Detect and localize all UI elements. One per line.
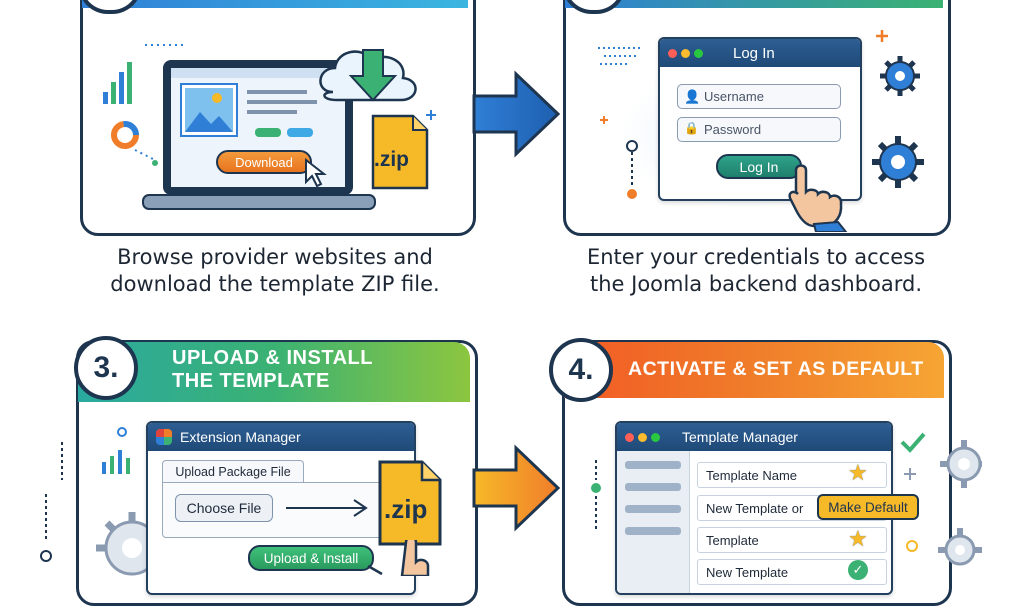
sidebar-item[interactable]	[625, 505, 681, 513]
step1-illustration	[103, 44, 436, 210]
step4-decorations	[591, 432, 982, 566]
gear-icon	[940, 440, 982, 488]
zip-file-icon	[378, 460, 442, 546]
step3-number-badge: 3.	[74, 336, 138, 400]
close-dot-icon[interactable]	[668, 48, 677, 58]
step2-caption-line2: the Joomla backend dashboard.	[589, 272, 923, 296]
maximize-dot-icon[interactable]	[694, 48, 703, 58]
template-row-label: Template Name	[706, 467, 798, 483]
step3-zip-label: .zip	[384, 494, 428, 524]
login-window-title: Log In	[733, 44, 775, 62]
template-manager-titlebar: Template Manager	[617, 423, 891, 451]
template-row-label: Template	[706, 532, 759, 548]
template-row-label: New Template or	[706, 500, 804, 516]
gear-icon	[880, 56, 920, 96]
template-manager-window: Template Manager Template Name New Templ…	[615, 421, 893, 595]
step1-caption: Browse provider websites and download th…	[90, 244, 460, 298]
step3-decorations	[40, 427, 150, 576]
upload-package-tab[interactable]: Upload Package File	[162, 460, 304, 483]
minimize-dot-icon[interactable]	[681, 48, 690, 58]
template-sidebar	[617, 451, 690, 593]
step1-header-strip	[82, 0, 468, 8]
step4-number-badge: 4.	[549, 338, 613, 402]
gear-icon	[938, 528, 982, 566]
template-row[interactable]: Template	[697, 527, 887, 553]
step1-zip-label: .zip	[374, 148, 409, 171]
sidebar-item[interactable]	[625, 483, 681, 491]
step2-header-strip	[565, 0, 943, 8]
step4-title: ACTIVATE & SET AS DEFAULT	[628, 358, 924, 380]
download-button[interactable]: Download	[216, 150, 312, 174]
extension-manager-titlebar: Extension Manager	[148, 423, 414, 451]
arrow-right-icon	[472, 70, 561, 158]
arrow-to-file-icon	[286, 499, 368, 517]
password-field[interactable]: Password	[677, 117, 841, 142]
bar-chart-icon	[103, 62, 132, 104]
template-row[interactable]: Template Name	[697, 462, 887, 488]
maximize-dot-icon[interactable]	[651, 432, 660, 442]
download-arrow-icon	[348, 49, 398, 102]
minimize-dot-icon[interactable]	[638, 432, 647, 442]
step3-title-line2: THE TEMPLATE	[172, 370, 330, 392]
template-manager-title: Template Manager	[682, 429, 798, 445]
login-titlebar: Log In	[660, 39, 860, 67]
gear-icon	[872, 136, 924, 188]
close-dot-icon[interactable]	[625, 432, 634, 442]
star-icon[interactable]: ★	[848, 460, 868, 485]
check-circle-icon: ✓	[848, 560, 868, 580]
extension-manager-title: Extension Manager	[180, 429, 301, 445]
sidebar-item[interactable]	[625, 527, 681, 535]
step2-caption: Enter your credentials to access the Joo…	[566, 244, 946, 298]
sidebar-item[interactable]	[625, 461, 681, 469]
step1-caption-line1: Browse provider websites and	[117, 245, 433, 269]
step3-title-line1: UPLOAD & INSTALL	[172, 347, 373, 369]
step3-header	[78, 342, 470, 402]
gear-icon	[96, 512, 150, 576]
joomla-logo-icon	[156, 429, 172, 445]
make-default-button[interactable]: Make Default	[817, 494, 919, 520]
checkmark-icon	[900, 432, 926, 453]
zip-file-icon	[371, 114, 429, 190]
choose-file-button[interactable]: Choose File	[175, 494, 273, 522]
login-button[interactable]: Log In	[716, 154, 802, 179]
pointing-hand-icon	[788, 164, 848, 232]
step2-decorations	[598, 30, 924, 199]
username-field[interactable]: Username	[677, 84, 841, 109]
step3-title: UPLOAD & INSTALL THE TEMPLATE	[172, 347, 373, 393]
user-icon: 👤	[684, 89, 701, 104]
cursor-arrow-icon	[305, 158, 327, 188]
arrow-right-icon	[472, 444, 561, 532]
step1-caption-line2: download the template ZIP file.	[110, 272, 440, 296]
template-row[interactable]: New Template or	[697, 495, 887, 521]
lock-icon: 🔒	[684, 121, 699, 135]
upload-install-button[interactable]: Upload & Install	[248, 545, 374, 571]
step4-header	[564, 342, 944, 398]
step2-caption-line1: Enter your credentials to access	[586, 245, 926, 269]
template-row-label: New Template	[706, 564, 789, 580]
star-icon[interactable]: ★	[848, 526, 868, 551]
pointing-hand-icon	[367, 540, 430, 576]
